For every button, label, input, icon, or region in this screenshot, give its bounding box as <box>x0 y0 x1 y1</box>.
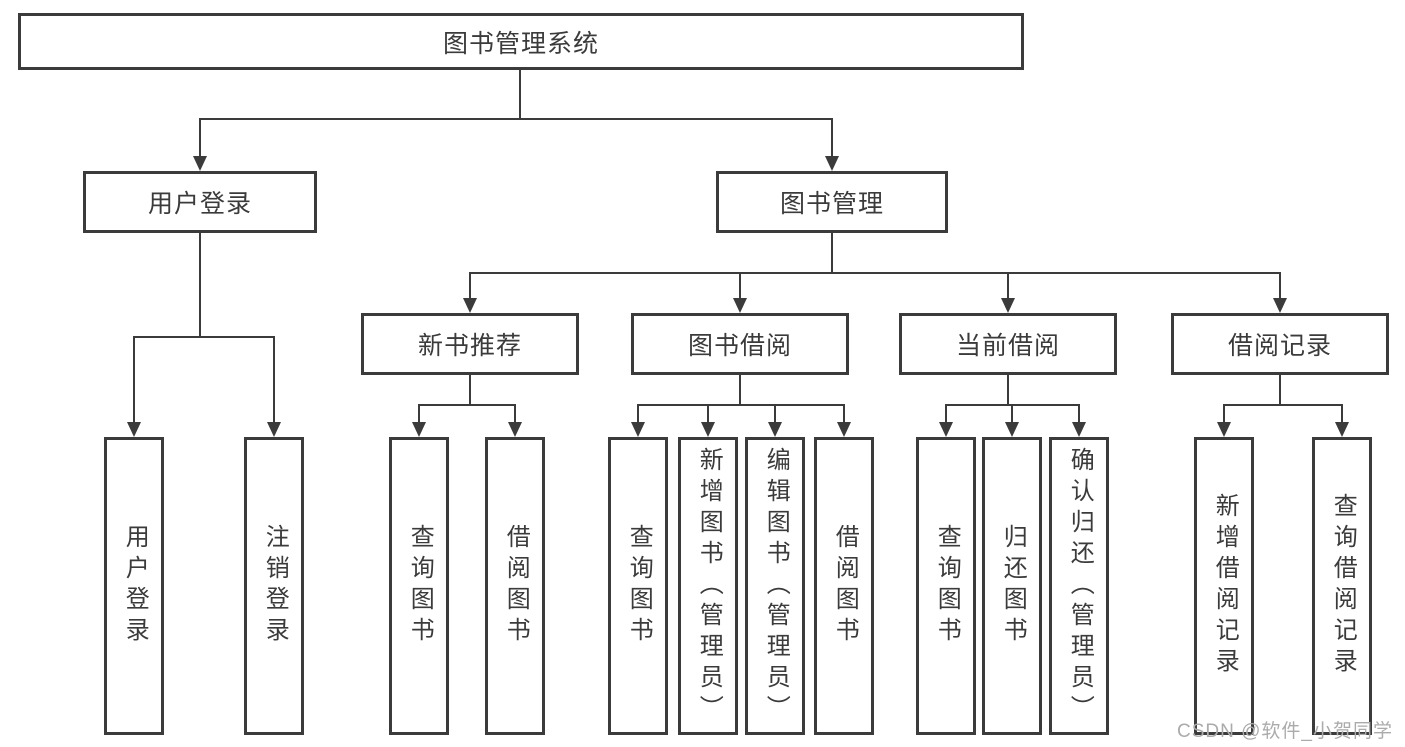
connector-vline <box>469 272 471 299</box>
node-current-borrowing: 当前借阅 <box>899 313 1117 375</box>
arrowhead-down-icon <box>267 422 281 437</box>
arrowhead-down-icon <box>825 156 839 171</box>
connector-vline <box>199 118 201 156</box>
connector-hline <box>199 118 833 120</box>
connector-hline <box>637 404 845 406</box>
arrowhead-down-icon <box>939 422 953 437</box>
csdn-watermark: CSDN @软件_小贺同学 <box>1177 721 1393 742</box>
node-cb-return-books: 归还图书 <box>982 437 1042 735</box>
node-br-add-borrow-record: 新增借阅记录 <box>1194 437 1254 735</box>
arrowhead-down-icon <box>1335 422 1349 437</box>
connector-vline <box>637 404 639 423</box>
arrowhead-down-icon <box>463 298 477 313</box>
arrowhead-down-icon <box>412 422 426 437</box>
connector-hline <box>469 272 1281 274</box>
connector-hline <box>418 404 516 406</box>
connector-vline <box>469 375 471 405</box>
connector-vline <box>1011 404 1013 423</box>
connector-vline <box>945 404 947 423</box>
node-user-login: 用户登录 <box>83 171 317 233</box>
arrowhead-down-icon <box>1273 298 1287 313</box>
node-user-login-leaf: 用户登录 <box>104 437 164 735</box>
connector-vline <box>1007 375 1009 405</box>
arrowhead-down-icon <box>1217 422 1231 437</box>
arrowhead-down-icon <box>1005 422 1019 437</box>
connector-vline <box>1279 375 1281 405</box>
node-cb-query-books: 查询图书 <box>916 437 976 735</box>
connector-vline <box>707 404 709 423</box>
arrowhead-down-icon <box>701 422 715 437</box>
node-br-query-borrow-record: 查询借阅记录 <box>1312 437 1372 735</box>
node-bb-edit-books-admin: 编辑图书（管理员） <box>745 437 805 735</box>
node-book-management: 图书管理 <box>716 171 948 233</box>
arrowhead-down-icon <box>1001 298 1015 313</box>
node-nr-borrow-books: 借阅图书 <box>485 437 545 735</box>
connector-hline <box>133 336 275 338</box>
connector-vline <box>418 404 420 423</box>
connector-vline <box>133 336 135 422</box>
arrowhead-down-icon <box>631 422 645 437</box>
connector-vline <box>1341 404 1343 423</box>
arrowhead-down-icon <box>733 298 747 313</box>
node-new-book-recommend: 新书推荐 <box>361 313 579 375</box>
arrowhead-down-icon <box>127 422 141 437</box>
arrowhead-down-icon <box>1072 422 1086 437</box>
connector-vline <box>831 118 833 156</box>
connector-hline <box>1223 404 1343 406</box>
connector-vline <box>831 233 833 273</box>
arrowhead-down-icon <box>508 422 522 437</box>
connector-vline <box>1078 404 1080 423</box>
connector-vline <box>199 233 201 337</box>
node-bb-query-books: 查询图书 <box>608 437 668 735</box>
node-bb-borrow-books: 借阅图书 <box>814 437 874 735</box>
arrowhead-down-icon <box>837 422 851 437</box>
arrowhead-down-icon <box>768 422 782 437</box>
connector-vline <box>519 70 521 118</box>
connector-vline <box>1279 272 1281 299</box>
connector-vline <box>739 375 741 405</box>
node-bb-add-books-admin: 新增图书（管理员） <box>678 437 738 735</box>
node-borrowing-records: 借阅记录 <box>1171 313 1389 375</box>
connector-vline <box>273 336 275 422</box>
connector-vline <box>514 404 516 423</box>
node-book-borrowing: 图书借阅 <box>631 313 849 375</box>
connector-vline <box>774 404 776 423</box>
node-book-management-system: 图书管理系统 <box>18 13 1024 70</box>
arrowhead-down-icon <box>193 156 207 171</box>
connector-vline <box>739 272 741 299</box>
node-nr-query-books: 查询图书 <box>389 437 449 735</box>
node-logout-leaf: 注销登录 <box>244 437 304 735</box>
connector-vline <box>843 404 845 423</box>
connector-vline <box>1007 272 1009 299</box>
node-cb-confirm-return-admin: 确认归还（管理员） <box>1049 437 1109 735</box>
connector-vline <box>1223 404 1225 423</box>
